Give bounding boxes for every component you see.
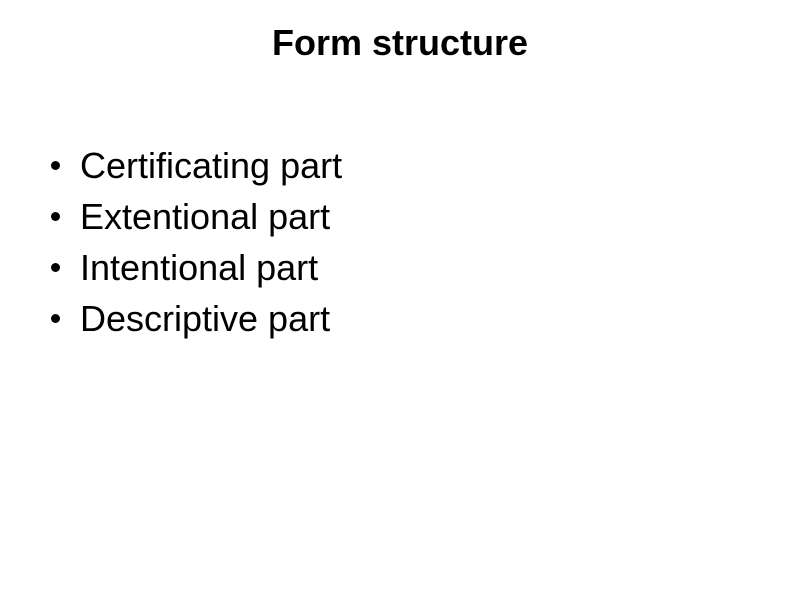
list-item: Extentional part [50,191,750,242]
bullet-icon [51,212,60,221]
bullet-icon [51,314,60,323]
bullet-icon [51,161,60,170]
list-item: Intentional part [50,242,750,293]
slide-title: Form structure [271,22,529,63]
bullet-text: Certificating part [80,145,343,186]
bullet-text: Extentional part [80,196,331,237]
bullet-icon [51,263,60,272]
bullet-list: Certificating part Extentional part Inte… [50,140,750,344]
list-item: Certificating part [50,140,750,191]
list-item: Descriptive part [50,293,750,344]
bullet-text: Intentional part [80,247,319,288]
bullet-text: Descriptive part [80,298,331,339]
